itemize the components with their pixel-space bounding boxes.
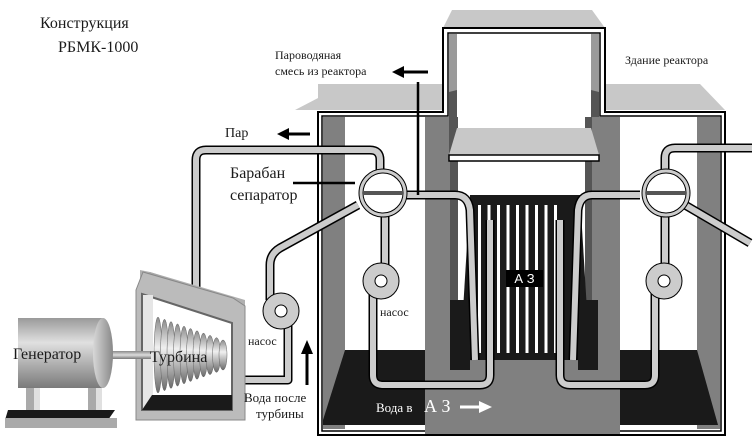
- pump-left: [262, 292, 300, 330]
- label-generator: Генератор: [13, 346, 81, 363]
- turbine-shaft: [107, 351, 151, 359]
- piping: [191, 143, 753, 390]
- fuel-channel: [497, 205, 500, 353]
- arrow-left-icon: [392, 66, 404, 78]
- label-steam: Пар: [225, 126, 248, 141]
- core-label-box: [506, 270, 543, 287]
- label-turbine: Турбина: [150, 349, 207, 366]
- tower-roof: [443, 10, 605, 28]
- upper-shield: [449, 128, 599, 155]
- drum-separator-left: [358, 168, 408, 218]
- arrow-up-icon: [301, 340, 313, 354]
- wall-left-outer: [323, 117, 345, 429]
- label-water-to-core-az: А З: [424, 396, 451, 416]
- label-drum-line1: Барабан: [230, 165, 286, 182]
- generator: [5, 318, 117, 428]
- label-drum-line2: сепаратор: [230, 187, 298, 204]
- arrows: [277, 66, 492, 413]
- drum-separator-right: [641, 168, 691, 218]
- label-water-to-core: Вода в: [376, 400, 413, 415]
- arrow-right-icon: [479, 401, 492, 413]
- wall-right-outer: [697, 117, 720, 429]
- title-line2: РБМК-1000: [58, 39, 138, 56]
- pump-right: [645, 262, 683, 300]
- fuel-channel: [544, 205, 548, 353]
- label-pump-left: насос: [248, 334, 277, 348]
- turbine-discs: [153, 316, 228, 394]
- core-label: А З: [514, 271, 534, 286]
- title-line1: Конструкция: [40, 15, 129, 32]
- label-mix-line2: смесь из реактора: [275, 64, 367, 78]
- turbine: [135, 270, 246, 421]
- turbine-disc: [218, 339, 228, 371]
- pump-center: [362, 262, 400, 300]
- arrow-left-icon: [277, 128, 289, 140]
- reactor-building: [295, 10, 726, 436]
- label-water-after-turbine-2: турбины: [256, 406, 304, 421]
- fuel-channel: [478, 205, 481, 353]
- label-pump-center: насос: [380, 305, 409, 319]
- floor-right: [620, 350, 718, 425]
- label-mix-line1: Пароводяная: [275, 48, 342, 62]
- label-reactor-building: Здание реактора: [625, 53, 709, 67]
- label-water-after-turbine-1: Вода после: [244, 390, 306, 405]
